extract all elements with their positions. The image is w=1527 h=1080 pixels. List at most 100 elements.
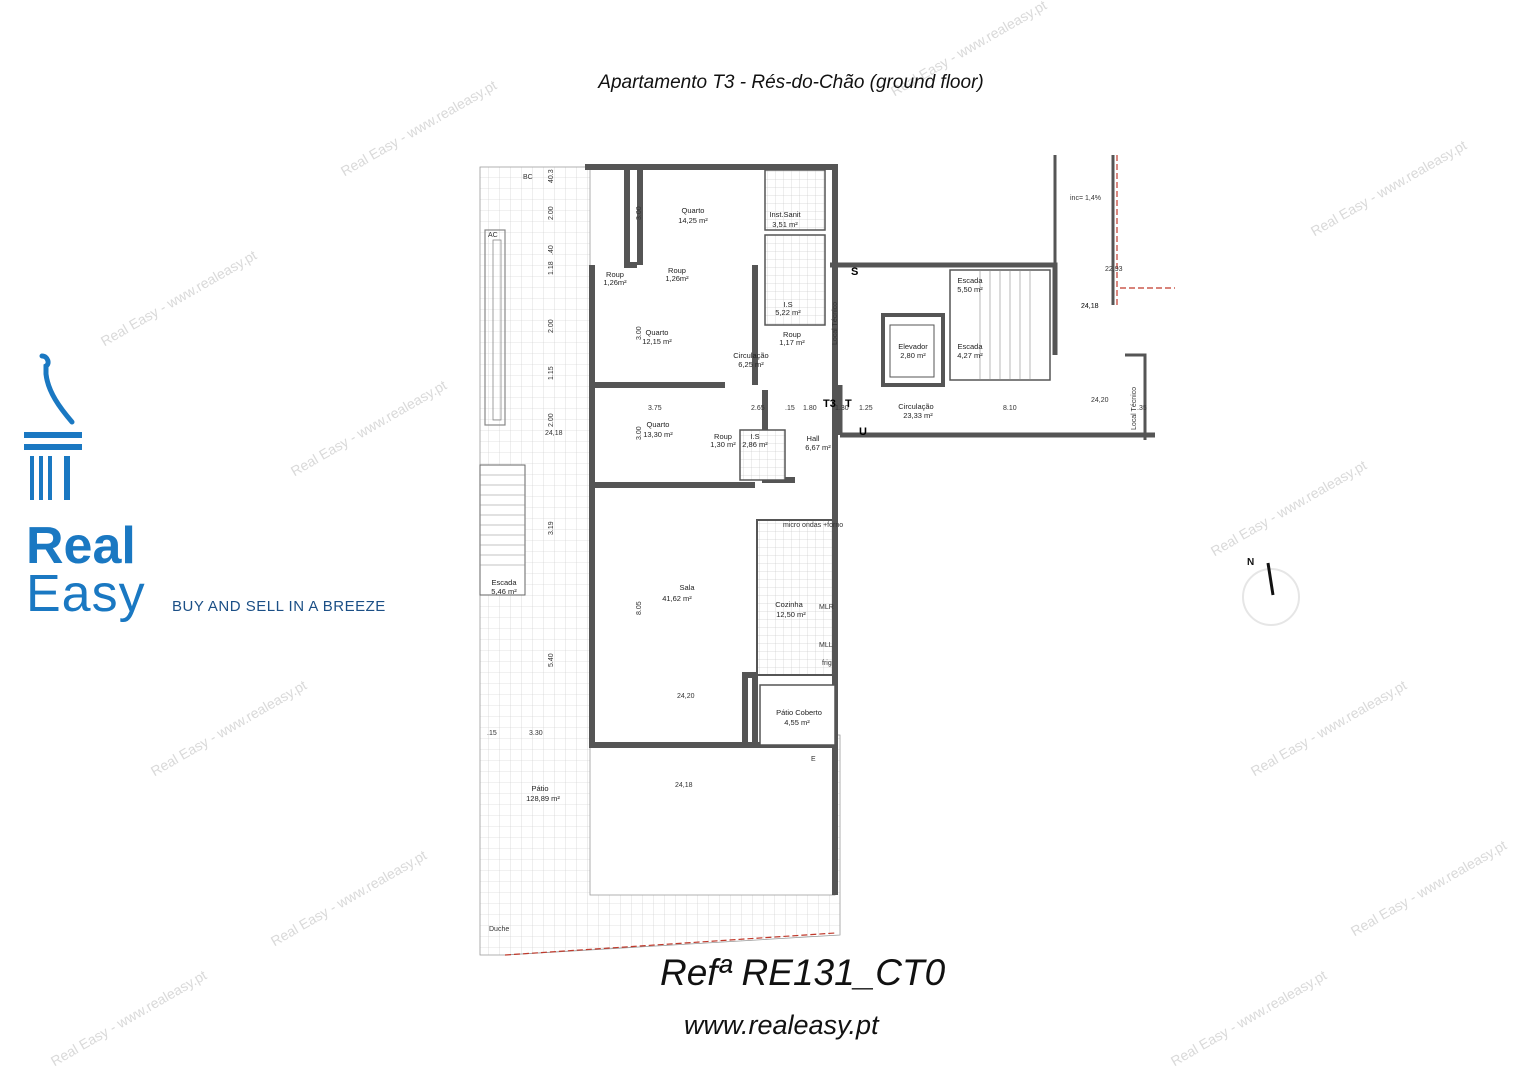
dim-label: .15 (785, 405, 795, 412)
room-name: Roup (783, 330, 801, 339)
room-name: Escada (957, 276, 983, 285)
dim-label: 1.80 (803, 405, 817, 412)
level-mark: 24,18 (545, 430, 563, 437)
room-area: 41,62 m² (662, 594, 692, 603)
dim-label: 3.30 (529, 730, 543, 737)
dim-label: 3.00 (636, 326, 643, 340)
room-name: Quarto (646, 328, 669, 337)
room-name: Sala (679, 583, 695, 592)
watermark: Real Easy - www.realeasy.pt (267, 846, 430, 950)
page-title: Apartamento T3 - Rés-do-Chão (ground flo… (598, 72, 984, 93)
room-area: 1,17 m² (779, 338, 805, 347)
dim-label: 1.15 (548, 366, 555, 380)
room-area: 1,26m² (603, 278, 627, 287)
north-compass: N (1238, 555, 1304, 632)
watermark: Real Easy - www.realeasy.pt (47, 966, 210, 1070)
brand-tagline: BUY AND SELL IN A BREEZE (172, 598, 386, 615)
room-area: 3,51 m² (772, 220, 798, 229)
room-area: 5,22 m² (775, 308, 801, 317)
dim-label: .40 (548, 245, 555, 255)
dim-label: 2.00 (548, 206, 555, 220)
room-name: Quarto (647, 420, 670, 429)
website-link[interactable]: www.realeasy.pt (684, 1010, 879, 1040)
room-name: Circulação (733, 351, 768, 360)
room-name: Circulação (898, 402, 933, 411)
room-area: 2,80 m² (900, 351, 926, 360)
dim-label: 3.75 (648, 405, 662, 412)
room-area: 5,50 m² (957, 285, 983, 294)
room-area: 1,26m² (665, 274, 689, 283)
brand-wordmark-easy: Easy (26, 565, 146, 623)
room-area: 23,33 m² (903, 411, 933, 420)
room-area: 14,25 m² (678, 216, 708, 225)
room-labels: Quarto 14,25 m² Inst.Sanit 3,51 m² Roup … (491, 206, 983, 803)
watermark: Real Easy - www.realeasy.pt (1247, 676, 1410, 780)
level-mark: 24,18 (1081, 303, 1099, 310)
watermark: Real Easy - www.realeasy.pt (1207, 456, 1370, 560)
level-mark: 24,20 (1091, 397, 1109, 404)
room-name: Roup (606, 270, 624, 279)
marker-local-tecnico: Local Técnico (832, 302, 839, 345)
dim-label: 1.25 (859, 405, 873, 412)
room-name: Quarto (682, 206, 705, 215)
brand-wordmark-real: Real (26, 517, 136, 575)
marker-local-tecnico: Local Técnico (1131, 387, 1138, 430)
appliance-label: MLL (819, 642, 833, 649)
room-area: 6,67 m² (805, 443, 831, 452)
room-name: Inst.Sanit (769, 210, 801, 219)
marker-bc: BC (523, 174, 533, 181)
room-name: I.S (750, 432, 759, 441)
level-mark: 24,18 (1081, 303, 1099, 310)
marker-e: E (811, 756, 816, 763)
dim-label: 3.19 (548, 521, 555, 535)
room-area: 1,30 m² (710, 440, 736, 449)
level-mark: 24,18 (675, 782, 693, 789)
room-area: 2,86 m² (742, 440, 768, 449)
column-logo-icon (24, 353, 82, 500)
brand-logo (22, 352, 402, 632)
dim-label: 8.05 (636, 601, 643, 615)
room-area: 128,89 m² (526, 794, 560, 803)
room-area: 12,15 m² (642, 337, 672, 346)
room-name: Hall (807, 434, 820, 443)
marker-u: U (859, 426, 867, 438)
marker-duche: Duche (489, 926, 509, 933)
compass-icon (1242, 562, 1300, 626)
dim-label: 2.00 (548, 319, 555, 333)
dim-label: 2.00 (548, 413, 555, 427)
dim-label: .35 (1137, 405, 1147, 412)
property-reference: Refª RE131_CT0 (660, 952, 946, 993)
dim-label: 1.30 (835, 405, 849, 412)
watermark: Real Easy - www.realeasy.pt (1347, 836, 1510, 940)
dim-label: 3.00 (636, 426, 643, 440)
dim-label: 8.10 (1003, 405, 1017, 412)
dim-label: 3.00 (636, 206, 643, 220)
room-name: Elevador (898, 342, 928, 351)
room-name: Escada (957, 342, 983, 351)
room-name: Pátio Coberto (776, 708, 822, 717)
watermark: Real Easy - www.realeasy.pt (1167, 966, 1330, 1070)
dim-label: 5.40 (548, 653, 555, 667)
watermark: Real Easy - www.realeasy.pt (147, 676, 310, 780)
dim-label: 2.65 (751, 405, 765, 412)
kitchen-area (756, 519, 834, 676)
appliance-label: micro ondas +forno (783, 522, 843, 529)
level-mark: 24,20 (677, 693, 695, 700)
floor-plan: Quarto 14,25 m² Inst.Sanit 3,51 m² Roup … (479, 155, 1175, 956)
room-name: I.S (783, 300, 792, 309)
level-mark: 22,93 (1105, 266, 1123, 273)
marker-s: S (851, 266, 858, 278)
appliance-label: frig (822, 660, 832, 667)
room-name: Roup (714, 432, 732, 441)
room-area: 4,27 m² (957, 351, 983, 360)
room-area: 5,46 m² (491, 587, 517, 596)
marker-ac: AC (488, 232, 498, 239)
appliance-label: MLR (819, 604, 834, 611)
outdoor-stair (479, 464, 526, 596)
dim-label: 40.3 (548, 169, 555, 183)
room-area: 6,25 m² (738, 360, 764, 369)
watermark: Real Easy - www.realeasy.pt (97, 246, 260, 350)
room-area: 4,55 m² (784, 718, 810, 727)
marker-t: T (845, 398, 852, 410)
slope-note: inc= 1,4% (1070, 195, 1101, 202)
